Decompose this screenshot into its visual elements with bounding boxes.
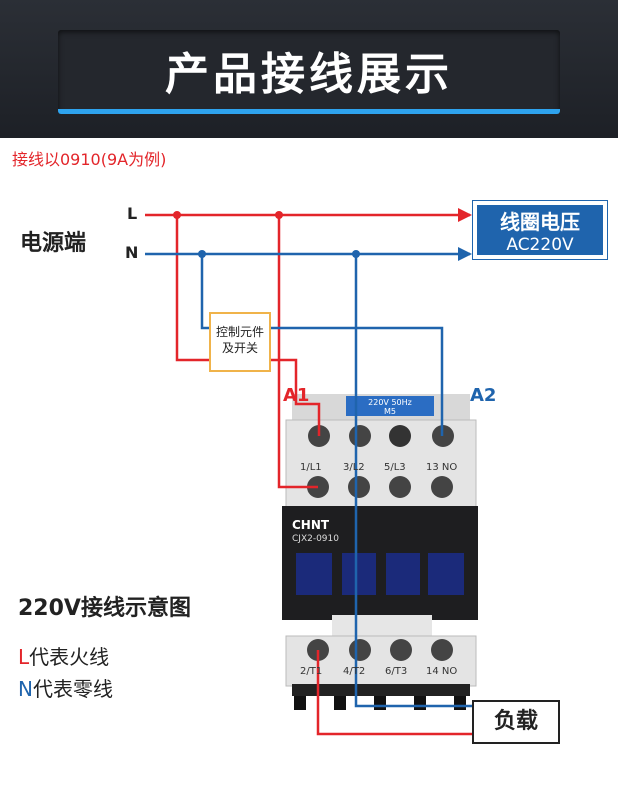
load-box: 负载 [472, 700, 560, 744]
legend-neutral-letter: N [18, 677, 33, 701]
rating-plate [346, 396, 434, 416]
legend-neutral-text: 代表零线 [32, 677, 113, 701]
page-title: 产品接线展示 [165, 49, 453, 100]
foot-3 [374, 696, 386, 710]
coil-voltage-title: 线圈电压 [500, 210, 580, 234]
coil-voltage-panel: 线圈电压 AC220V [477, 205, 603, 255]
junction-live-2 [275, 211, 283, 219]
label-2-t1: 2/T1 [300, 666, 323, 677]
rating-plate-sub: M5 [384, 407, 396, 416]
neutral-wires [145, 252, 472, 708]
arrow-neutral [458, 247, 472, 261]
contactor [282, 394, 478, 710]
live-wires [145, 213, 472, 736]
terminal-3-l2 [348, 476, 370, 498]
terminal-4-t2 [349, 639, 371, 661]
coil-terminal-spare [349, 425, 371, 447]
model-number: CJX2-0910 [292, 534, 339, 544]
header-banner: 产品接线展示 [0, 0, 618, 138]
legend-live: L代表火线 [18, 641, 109, 670]
coil-terminal-a1-label: A1 [283, 385, 310, 406]
terminal-6-t3 [390, 639, 412, 661]
foot-5 [454, 696, 466, 710]
window-center-right [386, 553, 420, 595]
terminal-13-no [431, 476, 453, 498]
window-right [428, 553, 464, 595]
label-6-t3: 6/T3 [385, 666, 408, 677]
rating-plate-voltage: 220V 50Hz [368, 398, 412, 407]
label-1-l1: 1/L1 [300, 462, 322, 473]
coil-terminal-a2-label: A2 [470, 385, 497, 406]
control-switch-box: 控制元件 及开关 [209, 312, 271, 372]
wiring-note: 接线以0910(9A为例) [12, 150, 167, 169]
terminal-14-no [431, 639, 453, 661]
control-switch-line2: 及开关 [221, 341, 258, 355]
foot-1 [294, 696, 306, 710]
label-13-no: 13 NO [426, 462, 458, 473]
legend-live-letter: L [18, 645, 30, 669]
label-3-l2: 3/L2 [343, 462, 365, 473]
foot-2 [334, 696, 346, 710]
junction-neutral-1 [198, 250, 206, 258]
label-4-t2: 4/T2 [343, 666, 366, 677]
neutral-line-label: N [125, 243, 139, 262]
brand-logo: CHNT [292, 518, 330, 532]
power-source-label: 电源端 [20, 231, 87, 256]
live-line-label: L [127, 204, 138, 223]
rating-plate-text: 220V 50Hz M5 [346, 398, 434, 416]
label-14-no: 14 NO [426, 666, 458, 677]
control-switch-line1: 控制元件 [215, 325, 264, 339]
header-panel: 产品接线展示 [58, 30, 560, 114]
window-left [296, 553, 332, 595]
foot-4 [414, 696, 426, 710]
coil-voltage-box: 线圈电压 AC220V [472, 200, 608, 260]
contactor-base [292, 684, 470, 696]
coil-terminal-center [389, 425, 411, 447]
terminal-5-l3 [389, 476, 411, 498]
junction-live-1 [173, 211, 181, 219]
legend-live-text: 代表火线 [29, 645, 110, 669]
coil-voltage-value: AC220V [506, 235, 574, 255]
diagram-title: 220V接线示意图 [18, 596, 191, 621]
window-center-left [342, 553, 376, 595]
junction-neutral-2 [352, 250, 360, 258]
label-5-l3: 5/L3 [384, 462, 406, 473]
arrow-live [458, 208, 472, 222]
legend-neutral: N代表零线 [18, 673, 113, 702]
